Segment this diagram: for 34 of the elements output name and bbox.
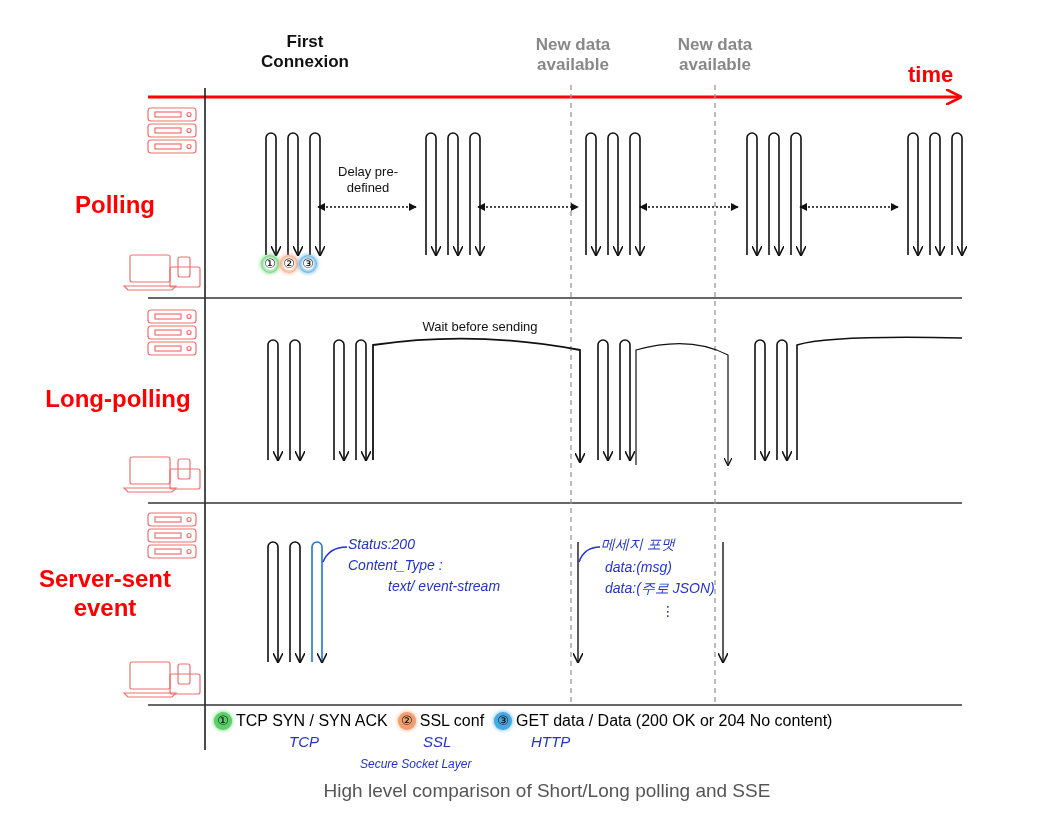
column-heading: New data available xyxy=(534,35,612,76)
legend-swatch: ② xyxy=(397,712,416,730)
row-title: Long-polling xyxy=(44,385,192,414)
handwritten-note: HTTP xyxy=(531,733,571,751)
legend-text: TCP SYN / SYN ACK xyxy=(236,712,388,730)
handwritten-note: Secure Socket Layer xyxy=(360,757,472,772)
step-number: ② xyxy=(280,255,298,273)
handwritten-note: data:(주로 JSON) xyxy=(605,580,715,598)
column-heading: First Connexion xyxy=(260,32,350,73)
handwritten-note: text/ event-stream xyxy=(388,578,501,594)
caption: High level comparison of Short/Long polling and SSE xyxy=(322,780,772,803)
handwritten-note: Status:200 xyxy=(348,536,415,552)
column-heading: New data available xyxy=(676,35,754,76)
legend-swatch: ③ xyxy=(494,712,513,730)
handwritten-note: ⋮ xyxy=(661,603,675,619)
leader-line xyxy=(578,546,601,563)
row-title: Polling xyxy=(74,191,156,220)
handwritten-note: Content_Type : xyxy=(348,557,443,573)
legend-swatch: ① xyxy=(214,712,232,730)
legend-text: SSL conf xyxy=(419,712,485,730)
step-number: ③ xyxy=(299,255,317,273)
leader-line xyxy=(322,546,348,563)
legend-text: GET data / Data (200 OK or 204 No content) xyxy=(516,712,833,730)
handwritten-note: data:(msg) xyxy=(605,559,672,575)
wait-label: Wait before sending xyxy=(421,319,539,335)
delay-label: Delay pre-defined xyxy=(337,164,399,196)
axis-label: time xyxy=(908,62,955,89)
handwritten-note: TCP xyxy=(289,733,319,751)
handwritten-note: SSL xyxy=(423,733,452,751)
event-stream-arrow xyxy=(572,541,584,664)
handwritten-note: 메세지 포맷 xyxy=(601,536,675,554)
response-stream-arrow xyxy=(311,541,328,664)
step-number: ① xyxy=(261,255,279,273)
row-title: Server-sent event xyxy=(37,565,173,623)
